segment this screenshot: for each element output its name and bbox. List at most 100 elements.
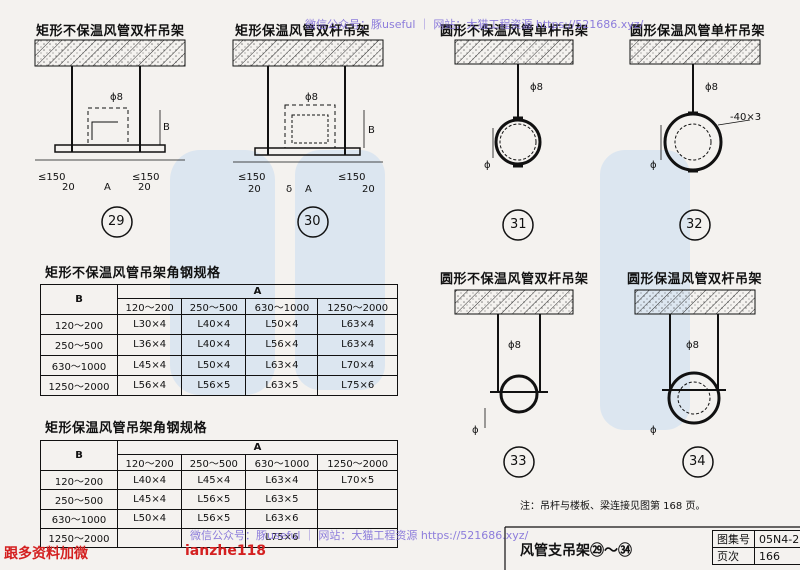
table2-cell: L63×4 (245, 469, 319, 491)
title-33: 圆形不保温风管双杆吊架 (440, 272, 589, 287)
d32-strap-label: -40×3 (730, 112, 762, 123)
d31-dia-label: ϕ (484, 160, 491, 171)
table2-col: 630～1000 (245, 454, 319, 471)
table1-row-b: 250～500 (40, 334, 118, 356)
d30-150-label: ≤150 (238, 172, 266, 183)
table1-col: 250～500 (181, 298, 247, 315)
table2-cell (317, 508, 398, 529)
watermark-top: 微信公众号：豚useful ｜ 网站：大猫工程资源 https://521686… (305, 18, 644, 31)
table2-cell: L63×6 (245, 508, 319, 529)
table2-group: A (117, 440, 398, 455)
table2-cell (317, 527, 398, 549)
d30-rod-label: ϕ8 (305, 92, 318, 103)
table1-cell: L75×6 (317, 374, 398, 397)
title-34: 圆形保温风管双杆吊架 (627, 272, 763, 287)
drawing-34 (634, 289, 756, 425)
d30-delta-label: δ (286, 184, 293, 195)
table1-title: 矩形不保温风管吊架角钢规格 (45, 266, 221, 281)
table-row: 630～1000 L45×4 L50×4 L63×4 L70×4 (40, 354, 398, 376)
watermark-red-right: ianzhe118 (185, 543, 267, 559)
table1-row-b: 120～200 (40, 313, 118, 336)
table2-cell (116, 527, 183, 549)
table2-cell: L50×4 (116, 508, 183, 529)
d29-150-label: ≤150 (38, 172, 66, 183)
table1-cell: L63×4 (317, 313, 398, 336)
table1-col: 1250～2000 (317, 298, 398, 315)
title-29: 矩形不保温风管双杆吊架 (36, 24, 185, 39)
footnote: 注：吊杆与楼板、梁连接见图第 168 页。 (520, 501, 706, 512)
watermark-bottom: 微信公众号：豚useful ｜ 网站：大猫工程资源 https://521686… (190, 529, 529, 542)
table-row: 120～200 L30×4 L40×4 L50×4 L63×4 (40, 313, 398, 336)
table2-cell (181, 527, 247, 549)
number-29: 29 (108, 214, 125, 229)
table1-cell: L40×4 (181, 334, 247, 356)
table2-cell: L56×5 (181, 508, 247, 529)
table2-cell: L45×4 (181, 469, 247, 491)
title-30: 矩形保温风管双杆吊架 (235, 24, 371, 39)
table1-cell: L63×4 (245, 354, 319, 376)
d29-20a-label: 20 (62, 182, 75, 193)
number-30: 30 (304, 214, 321, 229)
table1-cell: L50×4 (181, 354, 247, 376)
table-row: 1250～2000 L75×6 (40, 527, 398, 549)
d29-150b-label: ≤150 (132, 172, 160, 183)
table1-cell: L40×4 (181, 313, 247, 336)
number-33: 33 (510, 454, 527, 469)
atlas-value: 05N4-2 (753, 530, 800, 548)
d32-rod-label: ϕ8 (705, 82, 718, 93)
drawing-33 (454, 289, 574, 428)
table2-cell: L70×5 (317, 469, 398, 491)
d34-dia-label: ϕ (650, 425, 657, 436)
d30-150b-label: ≤150 (338, 172, 366, 183)
table2-row-b: 630～1000 (40, 508, 118, 529)
table-row: 250～500 L45×4 L56×5 L63×5 (40, 489, 398, 510)
sheet-title: 风管支吊架㉙～㉞ (520, 543, 632, 559)
d29-20b-label: 20 (138, 182, 151, 193)
table-row: 120～200 L40×4 L45×4 L63×4 L70×5 (40, 469, 398, 491)
d33-dia-label: ϕ (472, 425, 479, 436)
table2-col: 1250～2000 (317, 454, 398, 471)
table1-row-b: 630～1000 (40, 354, 118, 376)
page-label: 页次 (712, 547, 755, 565)
table1-cell: L63×5 (245, 374, 319, 397)
d30-a-label: A (305, 184, 312, 195)
table2-cell: L63×5 (245, 489, 319, 510)
d29-rod-label: ϕ8 (110, 92, 123, 103)
atlas-label: 图集号 (712, 530, 755, 548)
table1-cell: L45×4 (116, 354, 183, 376)
table2-row-b: 250～500 (40, 489, 118, 510)
table1-cell: L63×4 (317, 334, 398, 356)
d29-a-label: A (104, 182, 111, 193)
table1: B A 120～200 250～500 630～1000 1250～2000 1… (40, 284, 398, 397)
table1-cell: L56×4 (245, 334, 319, 356)
table1-cell: L56×4 (116, 374, 183, 397)
d34-rod-label: ϕ8 (686, 340, 699, 351)
table1-cell: L70×4 (317, 354, 398, 376)
drawing-32 (629, 39, 761, 173)
table1-cell: L30×4 (116, 313, 183, 336)
table1-col: 120～200 (116, 298, 183, 315)
page-value: 166 (753, 547, 800, 565)
table2-cell: L45×4 (116, 489, 183, 510)
d32-dia-label: ϕ (650, 160, 657, 171)
table-row: 1250～2000 L56×4 L56×5 L63×5 L75×6 (40, 374, 398, 397)
d33-rod-label: ϕ8 (508, 340, 521, 351)
table2-col: 250～500 (181, 454, 247, 471)
table1-row-b: 1250～2000 (40, 374, 118, 397)
d29-b-label: B (163, 122, 170, 133)
number-34: 34 (689, 454, 706, 469)
drawing-29 (34, 39, 186, 161)
table2-corner: B (40, 440, 118, 471)
table-row: 630～1000 L50×4 L56×5 L63×6 (40, 508, 398, 529)
table2-title: 矩形保温风管吊架角钢规格 (45, 421, 208, 436)
table1-group: A (117, 284, 398, 299)
d30-b-label: B (368, 125, 375, 136)
number-31: 31 (510, 217, 527, 232)
table2-row-b: 120～200 (40, 469, 118, 491)
title-32: 圆形保温风管单杆吊架 (630, 24, 766, 39)
table2-cell (317, 489, 398, 510)
d30-20b-label: 20 (362, 184, 375, 195)
table2-cell: L75×6 (245, 527, 319, 549)
title-block: 图集号 05N4-2 页次 166 (712, 530, 800, 565)
